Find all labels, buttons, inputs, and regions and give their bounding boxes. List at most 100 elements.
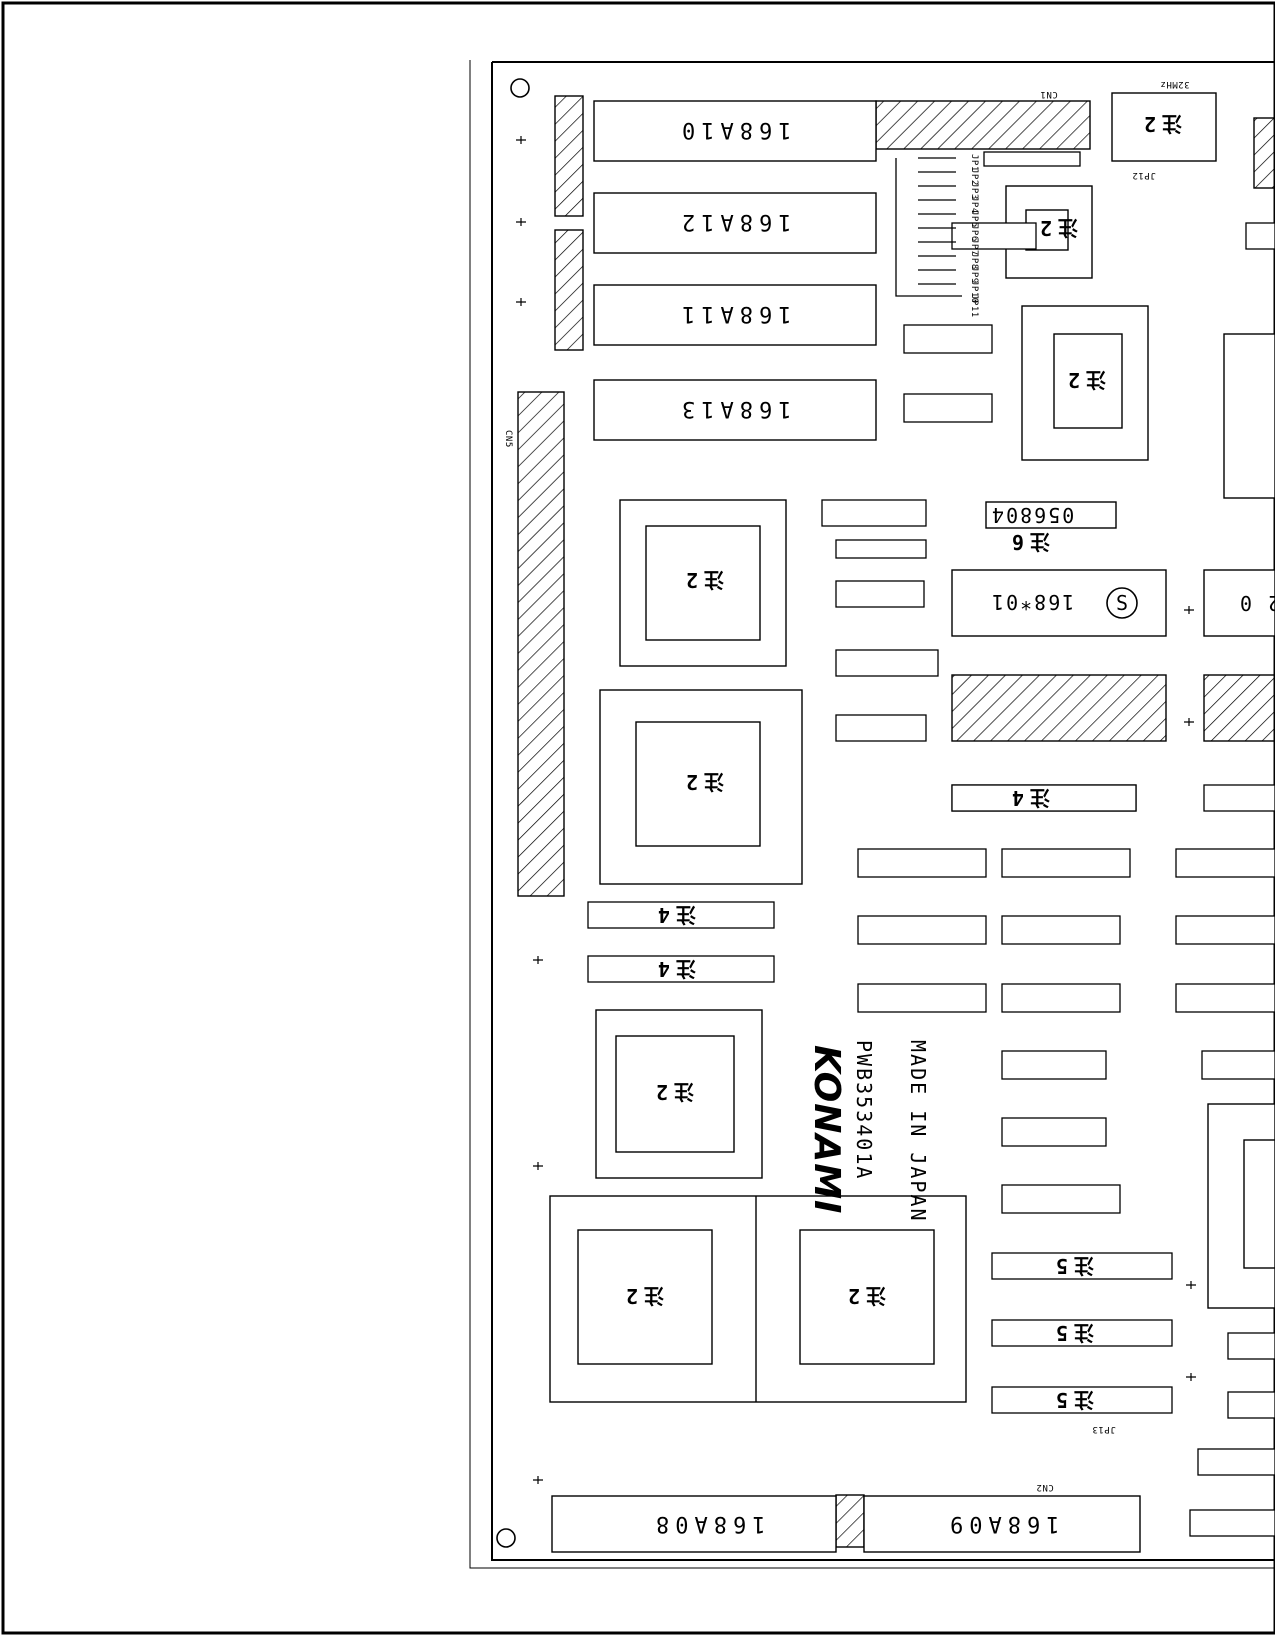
dip-socket	[1197, 1448, 1275, 1476]
dip-socket	[1175, 915, 1275, 945]
note2-label: 注2	[680, 770, 725, 794]
edge-connector-label: 2 0	[1238, 591, 1275, 615]
rom-168a12-label: 168A12	[676, 209, 792, 234]
rom-168a08-label: 168A08	[650, 1511, 766, 1536]
ic-top-right	[1111, 92, 1217, 162]
dip-switch-top	[554, 95, 584, 217]
note5-socket-3	[991, 1386, 1173, 1414]
jumper-label-jp11: JP11	[969, 294, 979, 318]
circled-marker-label: S	[1116, 591, 1131, 615]
note5-socket-2	[991, 1319, 1173, 1347]
note4-socket-left-2	[587, 955, 775, 983]
note6-label: 注6	[1006, 530, 1051, 554]
dip-socket	[1001, 915, 1121, 945]
rom-168x01-label: 168*01	[990, 590, 1075, 614]
note2-label: 注2	[1138, 112, 1183, 136]
dip-socket	[835, 580, 925, 608]
note5-label: 注5	[1050, 1321, 1095, 1345]
mounting-hole-top	[510, 78, 530, 98]
made-in-japan-text: MADE IN JAPAN	[906, 1040, 930, 1223]
hatched-block-center	[951, 674, 1167, 742]
dip-socket	[857, 848, 987, 878]
ic-right-edge-lower-core	[1243, 1139, 1275, 1269]
dip-socket	[1227, 1391, 1275, 1419]
rom-168a09-socket	[863, 1495, 1141, 1553]
rom-168a11-label: 168A11	[676, 301, 792, 326]
crystal-label: 32MHz	[1160, 79, 1190, 89]
right-edge-hatch-top	[1253, 117, 1275, 189]
note2-label: 注2	[1034, 216, 1079, 240]
note4-label: 注4	[652, 957, 697, 981]
note5-label: 注5	[1050, 1254, 1095, 1278]
rom-168a13-socket	[593, 379, 877, 441]
dip-socket	[1175, 848, 1275, 878]
dip-socket	[1001, 1184, 1121, 1214]
note5-socket-1	[991, 1252, 1173, 1280]
rom-168a08-socket	[551, 1495, 837, 1553]
chip-056804-socket	[985, 501, 1117, 529]
dip-socket	[835, 714, 927, 742]
dip-socket	[857, 915, 987, 945]
dip-socket	[821, 499, 927, 527]
dip-socket	[903, 324, 993, 354]
dip-socket	[1201, 1050, 1275, 1080]
note2-label: 注2	[1062, 368, 1107, 392]
ic-large-3-core	[615, 1035, 735, 1153]
jumper-label-jp12: JP12	[1132, 170, 1156, 180]
ic-large-4-right-core	[799, 1229, 935, 1365]
cn5-connector	[517, 391, 565, 897]
rom-168a11-socket	[593, 284, 877, 346]
note5-label: 注5	[1050, 1388, 1095, 1412]
note4-label: 注4	[1006, 786, 1051, 810]
board-number-text: PWB353401A	[852, 1040, 876, 1181]
note2-label: 注2	[842, 1284, 887, 1308]
board-outline	[469, 60, 1275, 1569]
note2-label: 注2	[680, 568, 725, 592]
rom-168a09-label: 168A09	[944, 1511, 1060, 1536]
chip-056804-label: 056804	[990, 503, 1075, 527]
jumper-label-jp13: JP13	[1092, 1424, 1116, 1434]
konami-logo-text: KONAMI	[806, 1045, 847, 1215]
dip-socket	[857, 983, 987, 1013]
jumper-ladder	[895, 157, 962, 297]
dip-socket	[1189, 1509, 1275, 1537]
cn2-joint-hatch	[835, 1494, 865, 1548]
dip-socket	[1001, 983, 1121, 1013]
dip-socket	[1001, 1117, 1107, 1147]
note4-label: 注4	[652, 903, 697, 927]
cn5-label: CN5	[503, 430, 513, 448]
dip-socket	[1245, 222, 1275, 250]
rom-168a13-label: 168A13	[676, 396, 792, 421]
ic-large-1-core	[645, 525, 761, 641]
polarity-marks	[516, 136, 1196, 1484]
dip-socket	[903, 393, 993, 423]
dip-switch-mid	[554, 229, 584, 351]
dip-socket	[951, 222, 1037, 250]
rom-168a12-socket	[593, 192, 877, 254]
dip-socket	[1001, 1050, 1107, 1080]
rom-168a10-socket	[593, 100, 877, 162]
cn1-connector	[875, 100, 1091, 150]
jumper-strip-top	[983, 151, 1081, 167]
note2-label: 注2	[650, 1080, 695, 1104]
note4-socket	[951, 784, 1137, 812]
mounting-hole-bottom	[496, 1528, 516, 1548]
dip-socket	[1175, 983, 1275, 1013]
rom-168a10-label: 168A10	[676, 117, 792, 142]
dip-socket	[1001, 848, 1131, 878]
ic-large-2-core	[635, 721, 761, 847]
note2-label: 注2	[620, 1284, 665, 1308]
cn2-label: CN2	[1036, 1482, 1054, 1492]
dip-socket	[835, 539, 927, 559]
circled-marker	[1106, 587, 1138, 619]
note4-socket-left-1	[587, 901, 775, 929]
ic-upper-right-core	[1053, 333, 1123, 429]
cn1-label: CN1	[1040, 89, 1058, 99]
hatched-block-right	[1203, 674, 1275, 742]
dip-socket	[1203, 784, 1275, 812]
ic-right-edge-large	[1223, 333, 1275, 499]
dip-socket	[1227, 1332, 1275, 1360]
ic-large-4-left-core	[577, 1229, 713, 1365]
